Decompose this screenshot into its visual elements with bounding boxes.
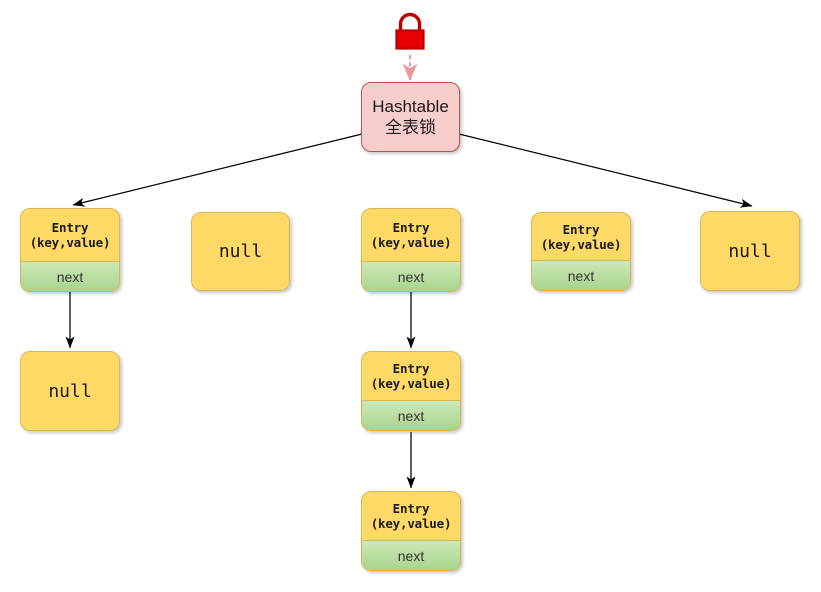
bucket-0-null-node[interactable]: null <box>20 351 120 431</box>
entry-body: Entry (key,value) <box>21 209 119 261</box>
entry-body: Entry (key,value) <box>362 209 460 261</box>
entry-next-cell[interactable]: next <box>21 261 119 291</box>
edge-hashtable-bucket-4 <box>458 133 753 208</box>
hashtable-node[interactable]: Hashtable 全表锁 <box>361 82 460 152</box>
bucket-2-entry-node-2[interactable]: Entry (key,value) next <box>361 351 461 431</box>
hashtable-label-zh: 全表锁 <box>385 118 436 137</box>
entry-next-cell[interactable]: next <box>362 261 460 291</box>
entry-subtitle: (key,value) <box>370 235 452 250</box>
entry-title: Entry <box>392 501 430 516</box>
null-body: null <box>701 212 799 290</box>
entry-body: Entry (key,value) <box>362 352 460 400</box>
null-body: null <box>21 352 119 430</box>
entry-next-cell[interactable]: next <box>362 400 460 430</box>
entry-body: Entry (key,value) <box>532 213 630 260</box>
entry-next-cell[interactable]: next <box>532 260 630 290</box>
entry-title: Entry <box>562 221 600 237</box>
entry-subtitle: (key,value) <box>370 516 452 531</box>
bucket-0-entry-node[interactable]: Entry (key,value) next <box>20 208 120 292</box>
bucket-3-entry-node[interactable]: Entry (key,value) next <box>531 212 631 291</box>
edge-hashtable-bucket-0 <box>72 133 363 207</box>
null-label: null <box>218 241 263 262</box>
bucket-1-null-node[interactable]: null <box>191 212 290 291</box>
bucket-4-null-node[interactable]: null <box>700 211 800 291</box>
lock-icon <box>395 12 425 50</box>
bucket-2-entry-node-3[interactable]: Entry (key,value) next <box>361 491 461 571</box>
entry-subtitle: (key,value) <box>29 235 111 250</box>
entry-title: Entry <box>392 361 430 376</box>
null-label: null <box>728 240 772 262</box>
entry-body: Entry (key,value) <box>362 492 460 540</box>
entry-subtitle: (key,value) <box>370 376 452 391</box>
entry-next-cell[interactable]: next <box>362 540 460 570</box>
bucket-2-entry-node-1[interactable]: Entry (key,value) next <box>361 208 461 292</box>
entry-title: Entry <box>392 220 430 235</box>
entry-subtitle: (key,value) <box>540 236 622 252</box>
hashtable-label-en: Hashtable <box>372 97 449 116</box>
null-body: null <box>192 213 289 290</box>
entry-title: Entry <box>51 220 89 235</box>
null-label: null <box>48 380 92 402</box>
